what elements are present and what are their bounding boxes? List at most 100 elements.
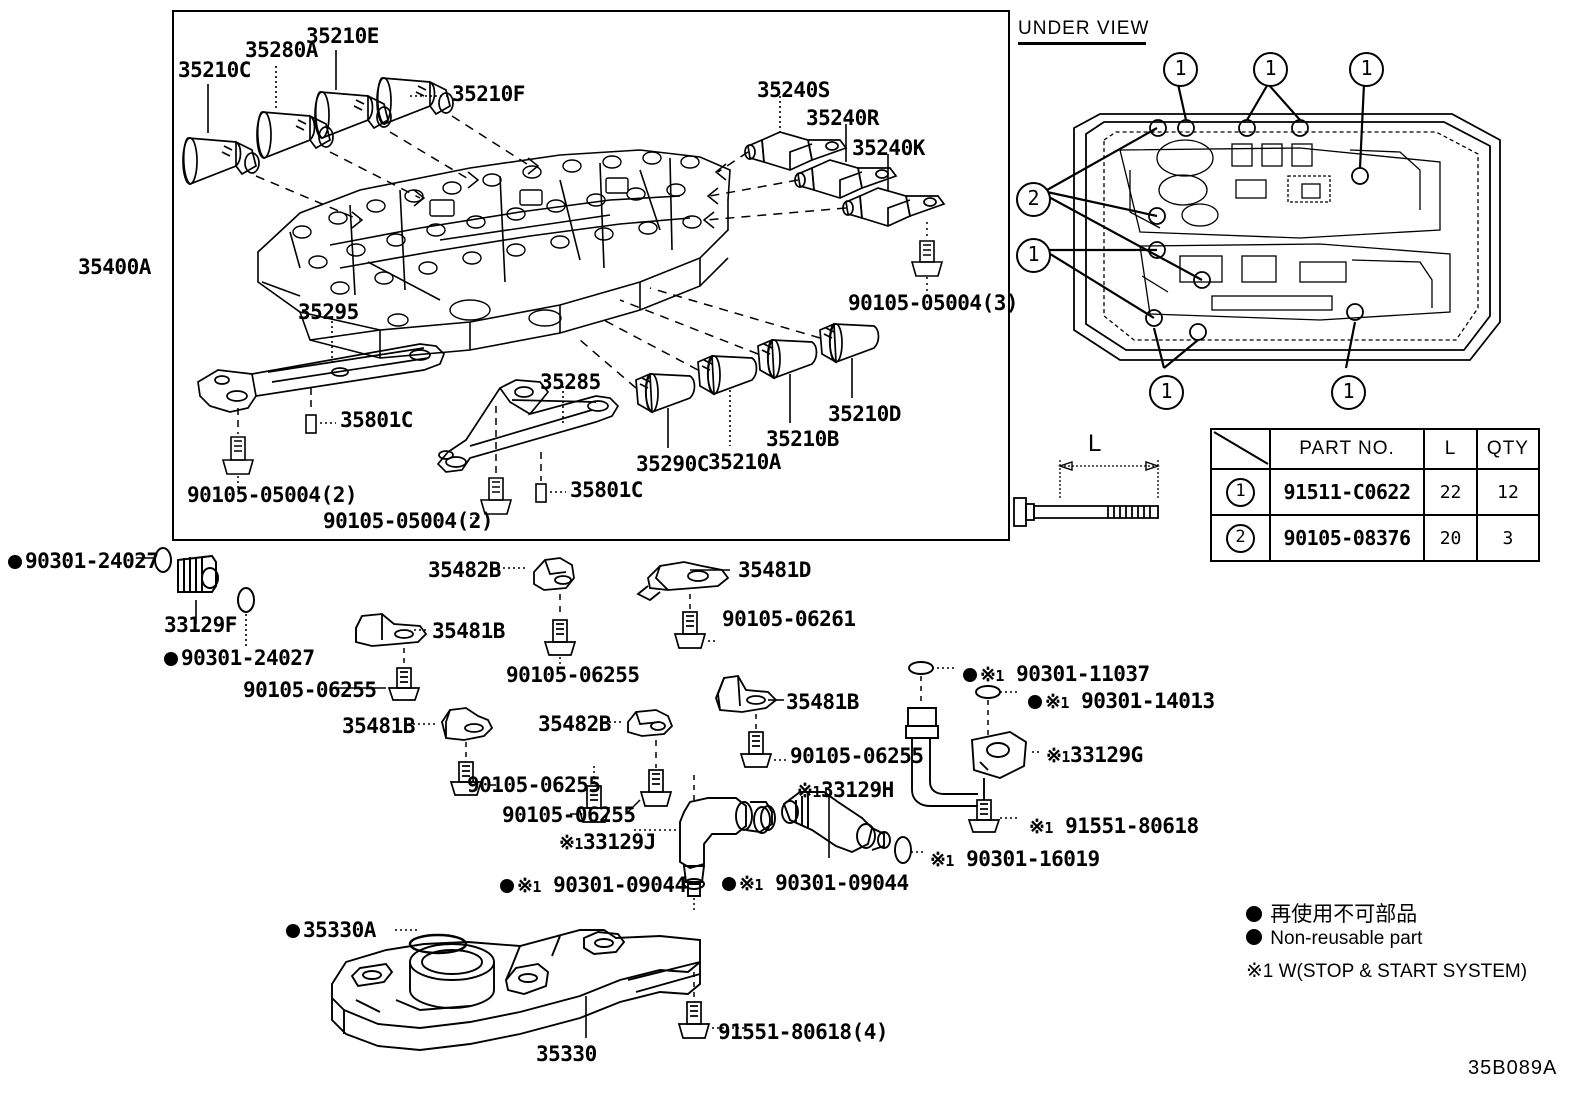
- under-view-callout-1d: 1: [1016, 238, 1051, 273]
- part-label-91551-80618-4: 91551-80618(4): [718, 1020, 889, 1044]
- part-label-33129h: ※133129H: [797, 778, 894, 802]
- part-label-35285: 35285: [540, 370, 601, 394]
- part-label-35240s: 35240S: [757, 78, 830, 102]
- under-view-callout-1f: 1: [1331, 375, 1366, 410]
- part-label-35482b-b: 35482B: [538, 712, 611, 736]
- table-cell-qty-2: 3: [1475, 514, 1541, 562]
- part-label-90301-09044-b: ※1 90301-09044: [722, 873, 909, 894]
- part-label-35481b-a: 35481B: [432, 619, 505, 643]
- part-label-35290c: 35290C: [636, 452, 709, 476]
- kome-mark-icon: ※: [930, 849, 946, 871]
- legend-japanese: 再使用不可部品: [1246, 898, 1417, 928]
- diagonal-slash-icon: [1213, 431, 1269, 465]
- table-cell-l-1: 22: [1423, 468, 1478, 516]
- non-reusable-dot-icon: [8, 555, 22, 569]
- part-label-90105-06255-b: 90105-06255: [243, 678, 377, 702]
- table-header-l: L: [1423, 428, 1478, 470]
- kome-mark-icon: ※: [1045, 691, 1061, 713]
- part-label-35482b-a: 35482B: [428, 558, 501, 582]
- table-row-mark-1: 1: [1210, 468, 1271, 516]
- part-label-90301-11037: ※1 90301-11037: [963, 664, 1150, 685]
- under-view-callout-1c: 1: [1349, 52, 1384, 87]
- part-label-35210f: 35210F: [452, 82, 525, 106]
- table-header-part-no: PART NO.: [1268, 428, 1426, 470]
- part-label-90301-24027-b: 90301-24027: [164, 648, 315, 669]
- part-label-35481d: 35481D: [738, 558, 811, 582]
- part-label-35295: 35295: [298, 300, 359, 324]
- kome-mark-icon: ※: [739, 873, 755, 895]
- kome-mark-icon: ※: [1029, 816, 1045, 838]
- part-number-table: PART NO. L QTY 1 91511-C0622 22 12 2 901…: [1210, 428, 1541, 562]
- part-label-90301-24027-a: 90301-24027: [8, 551, 159, 572]
- part-label-35240k: 35240K: [852, 136, 925, 160]
- table-header-row: PART NO. L QTY: [1210, 428, 1541, 470]
- non-reusable-dot-icon: [500, 879, 514, 893]
- part-label-90105-05004-3: 90105-05004(3): [848, 291, 1019, 315]
- under-view-callout-1b: 1: [1253, 52, 1288, 87]
- part-label-90105-06255-d: 90105-06255: [467, 773, 601, 797]
- part-label-90301-14013: ※1 90301-14013: [1028, 691, 1215, 712]
- under-view-title: UNDER VIEW: [1018, 18, 1150, 39]
- under-view-callout-1e: 1: [1149, 375, 1184, 410]
- part-label-90105-05004-2-left: 90105-05004(2): [187, 483, 358, 507]
- table-corner-cell: [1210, 428, 1271, 470]
- table-row-mark-2: 2: [1210, 514, 1271, 562]
- legend-english: Non-reusable part: [1246, 928, 1422, 950]
- non-reusable-dot-icon: [286, 924, 300, 938]
- part-label-33129j: ※133129J: [559, 830, 656, 854]
- under-view-callout-1a: 1: [1163, 52, 1198, 87]
- non-reusable-dot-icon: [164, 652, 178, 666]
- table-header-qty: QTY: [1475, 428, 1541, 470]
- kome-mark-icon: ※: [517, 875, 533, 897]
- main-assembly-panel: [172, 10, 1010, 541]
- part-label-90301-09044-a: ※1 90301-09044: [500, 875, 687, 896]
- kome-mark-icon: ※: [797, 780, 813, 802]
- part-label-33129g: ※133129G: [1046, 743, 1143, 767]
- kome-mark-icon: ※: [1246, 960, 1263, 982]
- table-cell-qty-1: 12: [1475, 468, 1541, 516]
- part-label-90105-05004-2-mid: 90105-05004(2): [323, 509, 494, 533]
- non-reusable-dot-icon: [1028, 695, 1042, 709]
- under-view-underline: [1018, 42, 1146, 45]
- part-label-90301-16019: ※1 90301-16019: [930, 847, 1100, 871]
- table-cell-part-no-1: 91511-C0622: [1268, 468, 1426, 516]
- part-label-35481b-c: 35481B: [786, 690, 859, 714]
- drawing-number: 35B089A: [1468, 1057, 1558, 1079]
- non-reusable-dot-icon: [1246, 906, 1262, 922]
- table-row: 1 91511-C0622 22 12: [1210, 468, 1541, 516]
- part-label-90105-06261: 90105-06261: [722, 607, 856, 631]
- table-cell-part-no-2: 90105-08376: [1268, 514, 1426, 562]
- part-label-35210d: 35210D: [828, 402, 901, 426]
- legend-stop-start-note: ※1 W(STOP & START SYSTEM): [1246, 960, 1528, 982]
- part-label-35240r: 35240R: [806, 106, 879, 130]
- kome-mark-icon: ※: [559, 832, 575, 854]
- part-label-35210c: 35210C: [178, 58, 251, 82]
- part-label-33129f: 33129F: [164, 613, 237, 637]
- circle-number-2: 2: [1225, 523, 1255, 553]
- kome-mark-icon: ※: [1046, 745, 1062, 767]
- kome-mark-icon: ※: [980, 664, 996, 686]
- table-row: 2 90105-08376 20 3: [1210, 514, 1541, 562]
- part-label-35210b: 35210B: [766, 427, 839, 451]
- part-label-35210a: 35210A: [708, 450, 781, 474]
- part-label-91551-80618: ※1 91551-80618: [1029, 814, 1199, 838]
- part-label-35330a: 35330A: [286, 920, 376, 941]
- part-label-35400a: 35400A: [78, 255, 151, 279]
- part-label-90105-06255-a: 90105-06255: [506, 663, 640, 687]
- non-reusable-dot-icon: [722, 877, 736, 891]
- part-label-90105-06255-e: 90105-06255: [502, 803, 636, 827]
- under-view-callout-2a: 2: [1016, 182, 1051, 217]
- part-label-35481b-b: 35481B: [342, 714, 415, 738]
- part-label-35210e: 35210E: [306, 24, 379, 48]
- part-label-90105-06255-c: 90105-06255: [790, 744, 924, 768]
- non-reusable-dot-icon: [963, 668, 977, 682]
- circle-number-1: 1: [1225, 477, 1255, 507]
- part-label-35801c-top: 35801C: [340, 408, 413, 432]
- part-label-35801c-bottom: 35801C: [570, 478, 643, 502]
- part-label-35280a: 35280A: [245, 38, 318, 62]
- bolt-length-label-l: L: [1088, 430, 1101, 457]
- table-cell-l-2: 20: [1423, 514, 1478, 562]
- part-label-35330: 35330: [536, 1042, 597, 1066]
